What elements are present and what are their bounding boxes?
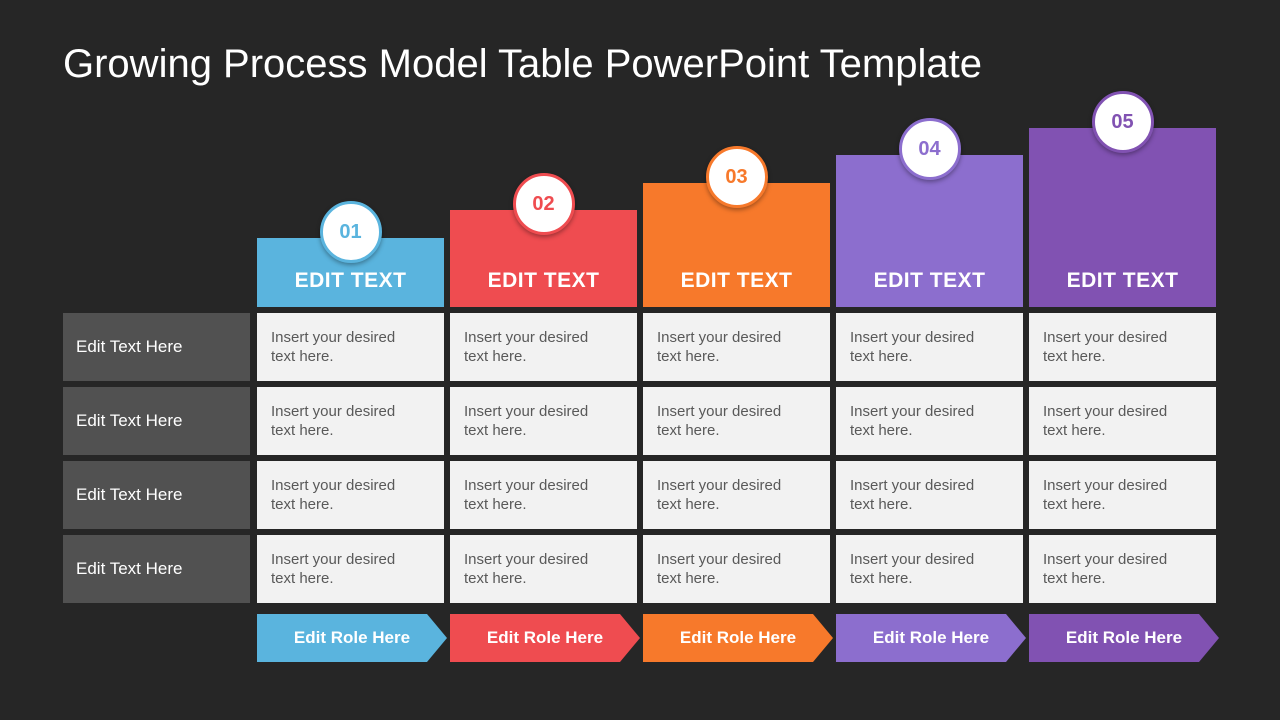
table-cell[interactable]: Insert your desired text here.: [643, 535, 830, 603]
role-arrow-3[interactable]: Edit Role Here: [643, 614, 833, 662]
table-cell[interactable]: Insert your desired text here.: [1029, 387, 1216, 455]
role-arrow-1[interactable]: Edit Role Here: [257, 614, 447, 662]
step-number: 02: [532, 192, 555, 215]
row-header-3[interactable]: Edit Text Here: [63, 461, 250, 529]
table-cell[interactable]: Insert your desired text here.: [450, 313, 637, 381]
role-arrow-2[interactable]: Edit Role Here: [450, 614, 640, 662]
row-header-4[interactable]: Edit Text Here: [63, 535, 250, 603]
step-number: 03: [725, 165, 748, 188]
step-column-header-3[interactable]: 03 EDIT TEXT: [643, 146, 830, 307]
step-header-label[interactable]: EDIT TEXT: [680, 269, 793, 292]
table-cell[interactable]: Insert your desired text here.: [643, 313, 830, 381]
table-cell[interactable]: Insert your desired text here.: [450, 535, 637, 603]
table-cell[interactable]: Insert your desired text here.: [450, 461, 637, 529]
table-cell[interactable]: Insert your desired text here.: [1029, 535, 1216, 603]
table-cell[interactable]: Insert your desired text here.: [836, 461, 1023, 529]
step-header-label[interactable]: EDIT TEXT: [294, 269, 407, 292]
role-arrow-4[interactable]: Edit Role Here: [836, 614, 1026, 662]
step-header-label[interactable]: EDIT TEXT: [1066, 269, 1179, 292]
table-cell[interactable]: Insert your desired text here.: [836, 535, 1023, 603]
table-cell[interactable]: Insert your desired text here.: [1029, 313, 1216, 381]
row-header-1[interactable]: Edit Text Here: [63, 313, 250, 381]
table-cell[interactable]: Insert your desired text here.: [257, 387, 444, 455]
step-column-header-4[interactable]: 04 EDIT TEXT: [836, 118, 1023, 307]
step-number: 05: [1111, 110, 1134, 133]
step-header-label[interactable]: EDIT TEXT: [873, 269, 986, 292]
row-header-2[interactable]: Edit Text Here: [63, 387, 250, 455]
table-cell[interactable]: Insert your desired text here.: [257, 535, 444, 603]
table-cell[interactable]: Insert your desired text here.: [836, 313, 1023, 381]
step-number: 01: [339, 220, 362, 243]
table-cell[interactable]: Insert your desired text here.: [450, 387, 637, 455]
table-cell[interactable]: Insert your desired text here.: [836, 387, 1023, 455]
step-column-header-1[interactable]: 01 EDIT TEXT: [257, 201, 444, 307]
step-number-badge-1[interactable]: 01: [319, 201, 382, 263]
step-number-badge-3[interactable]: 03: [705, 146, 768, 208]
table-cell[interactable]: Insert your desired text here.: [643, 461, 830, 529]
step-number: 04: [918, 137, 941, 160]
step-number-badge-5[interactable]: 05: [1091, 91, 1154, 153]
table-cell[interactable]: Insert your desired text here.: [257, 461, 444, 529]
table-cell[interactable]: Insert your desired text here.: [257, 313, 444, 381]
table-cell[interactable]: Insert your desired text here.: [1029, 461, 1216, 529]
role-arrow-5[interactable]: Edit Role Here: [1029, 614, 1219, 662]
table-cell[interactable]: Insert your desired text here.: [643, 387, 830, 455]
step-number-badge-4[interactable]: 04: [898, 118, 961, 180]
step-column-header-5[interactable]: 05 EDIT TEXT: [1029, 91, 1216, 307]
step-number-badge-2[interactable]: 02: [512, 173, 575, 235]
slide-title[interactable]: Growing Process Model Table PowerPoint T…: [63, 42, 982, 86]
step-header-label[interactable]: EDIT TEXT: [487, 269, 600, 292]
step-column-header-2[interactable]: 02 EDIT TEXT: [450, 173, 637, 307]
